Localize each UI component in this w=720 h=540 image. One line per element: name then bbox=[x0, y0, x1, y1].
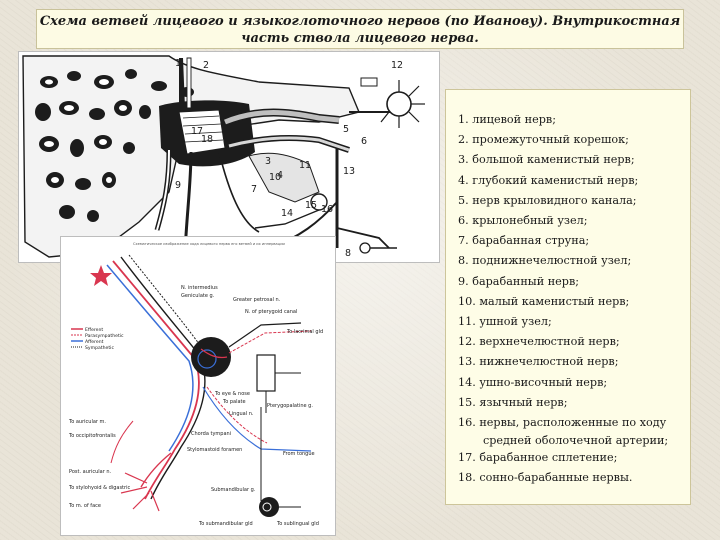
label-stylohyoid: To stylohyoid & digastric bbox=[68, 485, 130, 491]
label-palate: To palate bbox=[222, 399, 246, 405]
label-chorda: Chorda tympani bbox=[191, 431, 231, 437]
label-lacrimal: To lacrimal gld bbox=[286, 329, 323, 335]
legend-panel: 1. лицевой нерв; 2. промежуточный корешо… bbox=[445, 89, 691, 505]
figure-label: 3 bbox=[265, 156, 271, 167]
legend-item: 14. ушно-височный нерв; bbox=[458, 375, 608, 389]
legend-item: 1. лицевой нерв; bbox=[458, 113, 556, 126]
legend-item: 3. большой каменистый нерв; bbox=[458, 153, 635, 167]
legend-item: 4. глубокий каменистый нерв; bbox=[458, 173, 639, 187]
legend-item: 11. ушной узел; bbox=[458, 315, 552, 329]
legend-list: 1. лицевой нерв; 2. промежуточный корешо… bbox=[458, 110, 682, 489]
figure-label: 1 bbox=[175, 58, 181, 69]
figure-label: 2 bbox=[203, 60, 209, 71]
figure-label: 14 bbox=[281, 208, 293, 219]
figure-label: 7 bbox=[251, 184, 257, 195]
figure-label: 16 bbox=[321, 204, 333, 215]
figure-label: 9 bbox=[175, 180, 181, 191]
label-stylomastoid: Stylomastoid foramen bbox=[187, 447, 242, 453]
label-greater-petrosal: Greater petrosal n. bbox=[233, 297, 281, 303]
figure-label: 4 bbox=[277, 170, 283, 181]
label-n-intermedius: N. intermedius bbox=[181, 285, 218, 291]
anatomy-figure: 1 2 12 5 6 17 18 3 4 11 10 7 13 9 14 15 … bbox=[18, 51, 440, 263]
label-auricular: To auricular m. bbox=[68, 419, 106, 425]
label-pterygopalatine: Pterygopalatine g. bbox=[267, 403, 313, 409]
label-eye-nose: To eye & nose bbox=[214, 391, 250, 397]
figure-label: 12 bbox=[391, 60, 403, 71]
legend-item: 13. нижнечелюстной нерв; bbox=[458, 355, 619, 369]
figure-label: 5 bbox=[343, 124, 349, 135]
legend-item: 7. барабанная струна; bbox=[458, 234, 590, 248]
key-parasympathetic: Parasympathetic bbox=[85, 333, 124, 339]
figure-label: 18 bbox=[201, 134, 213, 145]
legend-item: 17. барабанное сплетение; bbox=[458, 451, 618, 465]
legend-item: 18. сонно-барабанные нервы. bbox=[458, 471, 633, 485]
label-from-tongue: From tongue bbox=[283, 451, 315, 457]
figure-label: 15 bbox=[305, 200, 317, 211]
legend-item: 6. крылонебный узел; bbox=[458, 214, 588, 228]
legend-item: 10. малый каменистый нерв; bbox=[458, 294, 630, 308]
legend-item: 9. барабанный нерв; bbox=[458, 274, 580, 288]
schematic-caption: Схематическое изображение хода лицевого … bbox=[133, 242, 286, 246]
label-submandibular-gld: To submandibular gld bbox=[198, 521, 253, 527]
figure-label: 17 bbox=[191, 126, 203, 137]
key-afferent: Afferent bbox=[85, 339, 104, 345]
legend-item: 12. верхнечелюстной нерв; bbox=[458, 335, 620, 349]
figure-label: 8 bbox=[345, 248, 351, 259]
slide-title: Схема ветвей лицевого и языкоглоточного … bbox=[36, 9, 684, 49]
label-sublingual-gld: To sublingual gld bbox=[276, 521, 319, 527]
label-occipitofrontalis: To occipitofrontalis bbox=[68, 433, 116, 439]
legend-item-text: 16. нервы, расположенные по ходу bbox=[458, 416, 667, 430]
figure-label: 6 bbox=[361, 136, 367, 147]
label-pterygoid-canal: N. of pterygoid canal bbox=[245, 309, 297, 315]
anatomy-drawing: 1 2 12 5 6 17 18 3 4 11 10 7 13 9 14 15 … bbox=[22, 55, 425, 259]
legend-item: 5. нерв крыловидного канала; bbox=[458, 193, 637, 207]
figure-label: 10 bbox=[269, 172, 281, 183]
figure-label: 13 bbox=[343, 166, 355, 177]
label-face: To m. of face bbox=[68, 503, 101, 509]
legend-item-16: 16. нервы, расположенные по ходу средней… bbox=[458, 413, 682, 448]
legend-item-continuation: средней оболочечной артерии; bbox=[483, 434, 669, 448]
key-sympathetic: Sympathetic bbox=[85, 345, 114, 351]
schematic-drawing: Схематическое изображение хода лицевого … bbox=[68, 242, 323, 527]
label-post-auricular: Post. auricular n. bbox=[69, 469, 112, 475]
figure-label: 11 bbox=[299, 160, 311, 171]
legend-item: 8. поднижнечелюстной узел; bbox=[458, 254, 632, 268]
label-lingual: Lingual n. bbox=[229, 411, 254, 417]
legend-item: 2. промежуточный корешок; bbox=[458, 133, 629, 147]
label-submandibular-g: Submandibular g. bbox=[211, 487, 256, 493]
label-geniculate: Geniculate g. bbox=[181, 293, 215, 299]
schematic-figure: Схематическое изображение хода лицевого … bbox=[60, 236, 336, 536]
key-efferent: Efferent bbox=[85, 327, 103, 333]
legend-item: 15. язычный нерв; bbox=[458, 395, 568, 409]
